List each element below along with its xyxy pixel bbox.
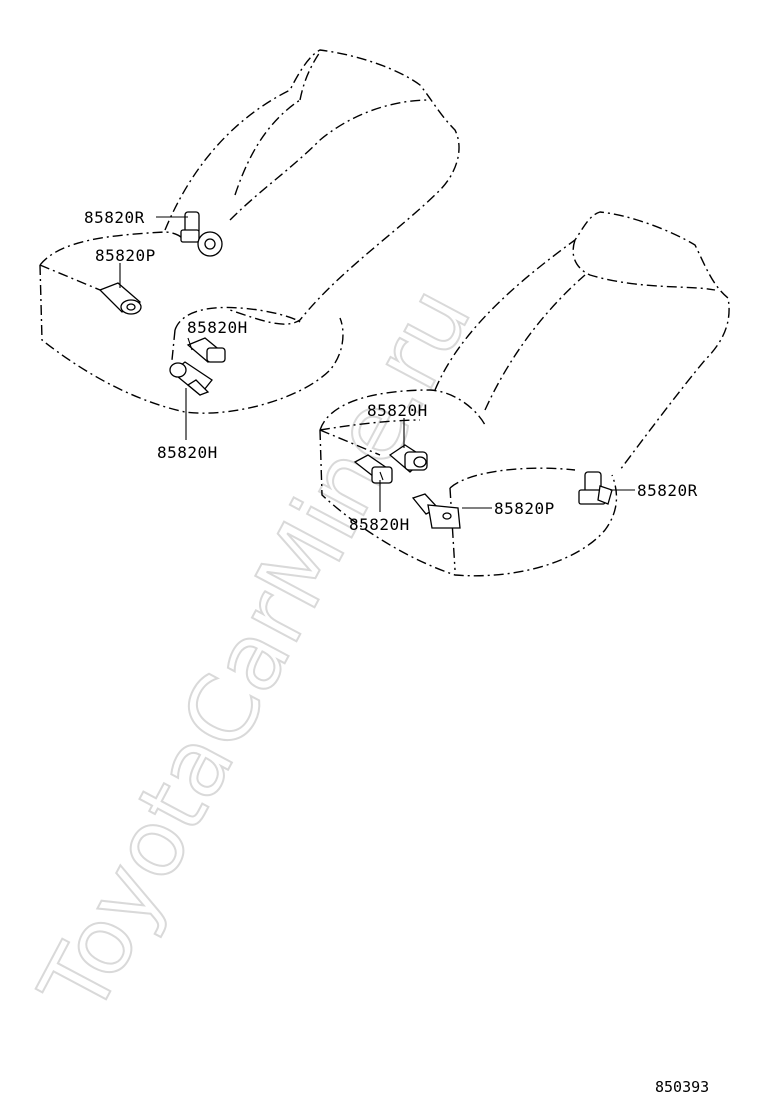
watermark-text: ToyotaCarMine.ru <box>19 270 491 1031</box>
diagram-code: 850393 <box>655 1078 709 1096</box>
part-85820h-left-lower <box>169 361 213 396</box>
part-85820r-right <box>578 471 613 505</box>
right-seat: 85820H 85820H 85820P 85820R <box>319 211 730 577</box>
label-85820h-right-upper: 85820H <box>367 401 428 420</box>
label-85820h-left-upper: 85820H <box>187 318 248 337</box>
part-85820p-left <box>98 282 142 315</box>
part-85820h-right-lower <box>353 454 393 484</box>
part-85820r-left <box>180 211 223 257</box>
label-85820r-right: 85820R <box>637 481 698 500</box>
part-85820h-left-upper <box>186 337 226 363</box>
label-85820p-left: 85820P <box>95 246 156 265</box>
label-85820h-left-lower: 85820H <box>157 443 218 462</box>
label-85820r-left: 85820R <box>84 208 145 227</box>
left-seat: 85820R 85820P 85820H 85820H <box>39 49 460 462</box>
part-85820h-right-upper <box>388 444 428 473</box>
label-85820p-right: 85820P <box>494 499 555 518</box>
label-85820h-right-lower: 85820H <box>349 515 410 534</box>
part-85820p-right <box>411 493 461 529</box>
